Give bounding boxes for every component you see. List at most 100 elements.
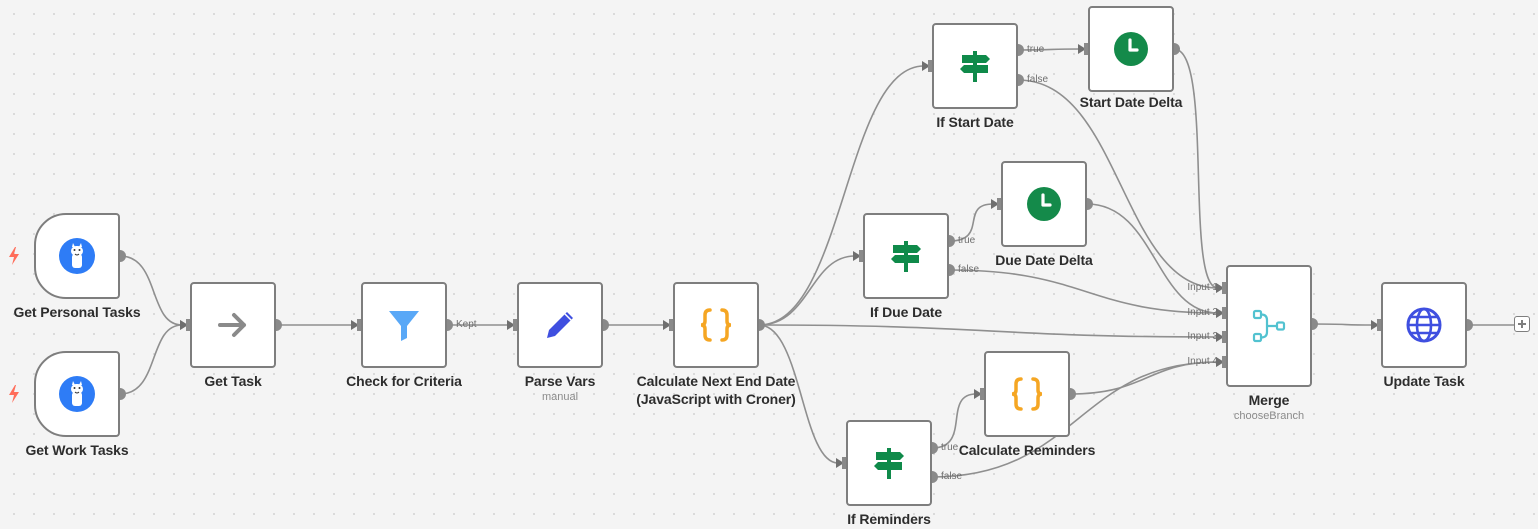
input-port[interactable] (669, 319, 673, 331)
pencil-icon (538, 303, 582, 347)
connection-arrow (974, 389, 982, 399)
node-label: Get Task (204, 373, 262, 389)
input-port[interactable] (513, 319, 517, 331)
input-port[interactable] (186, 319, 190, 331)
trigger-bolt-icon (9, 385, 19, 403)
connection-arrow (180, 320, 188, 330)
signpost-icon (867, 441, 911, 485)
node-label: Calculate Next End Date (636, 373, 796, 389)
filter-icon (382, 303, 426, 347)
connection-line[interactable] (758, 65, 925, 326)
connection-arrow (1216, 283, 1224, 293)
llama-icon (55, 234, 99, 278)
merge-input-label: Input 2 (1187, 307, 1218, 318)
connection-line[interactable] (1086, 203, 1219, 314)
input-port[interactable] (1222, 307, 1226, 319)
node-label: Check for Criteria (346, 373, 462, 389)
connection-arrow (853, 251, 861, 261)
input-port[interactable] (842, 457, 846, 469)
input-port[interactable] (859, 250, 863, 262)
connection-line[interactable] (931, 361, 1219, 478)
node-label: If Reminders (847, 511, 931, 527)
node-label: Get Work Tasks (25, 442, 129, 458)
node-label: Due Date Delta (995, 252, 1093, 268)
connection-line[interactable] (1017, 48, 1081, 51)
connection-arrow (991, 199, 999, 209)
connection-arrow (1371, 320, 1379, 330)
node-calculate-next-end-date[interactable] (673, 282, 759, 368)
node-label: Update Task (1383, 373, 1465, 389)
node-label: If Start Date (936, 114, 1014, 130)
node-update-task[interactable] (1381, 282, 1467, 368)
code-braces-icon (1005, 372, 1049, 416)
connection-line[interactable] (1173, 48, 1219, 289)
input-port[interactable] (980, 388, 984, 400)
add-node-button[interactable] (1514, 316, 1530, 332)
connection-arrow (507, 320, 515, 330)
connection-line[interactable] (119, 324, 183, 395)
port-label-false: false (1027, 74, 1049, 85)
connection-line[interactable] (1311, 323, 1374, 326)
input-port[interactable] (1222, 331, 1226, 343)
node-subtitle: chooseBranch (1233, 410, 1305, 422)
input-port[interactable] (1222, 356, 1226, 368)
connection-line[interactable] (948, 269, 1219, 314)
connection-arrow (1078, 44, 1086, 54)
input-port[interactable] (997, 198, 1001, 210)
node-label: Merge (1248, 392, 1290, 408)
globe-icon (1402, 303, 1446, 347)
port-label-true: true (941, 442, 959, 453)
input-port[interactable] (1222, 282, 1226, 294)
merge-input-label: Input 4 (1187, 356, 1218, 367)
trigger-bolt-icon (9, 247, 19, 265)
port-label-false: false (958, 264, 980, 275)
arrow-right-icon (211, 303, 255, 347)
input-port[interactable] (1377, 319, 1381, 331)
node-if-reminders[interactable] (846, 420, 932, 506)
node-due-date-delta[interactable] (1001, 161, 1087, 247)
signpost-icon (953, 44, 997, 88)
node-label-line2: (JavaScript with Croner) (636, 391, 796, 407)
input-port[interactable] (1084, 43, 1088, 55)
connection-line[interactable] (1017, 79, 1219, 289)
node-if-start-date[interactable] (932, 23, 1018, 109)
node-get-work-tasks[interactable] (34, 351, 120, 437)
node-label: Calculate Reminders (958, 442, 1096, 458)
connection-line[interactable] (119, 255, 183, 326)
node-parse-vars[interactable] (517, 282, 603, 368)
node-check-for-criteria[interactable] (361, 282, 447, 368)
node-label: Parse Vars (524, 373, 596, 389)
connection-line[interactable] (1069, 361, 1219, 395)
input-port[interactable] (357, 319, 361, 331)
merge-input-label: Input 1 (1187, 282, 1218, 293)
connection-arrow (351, 320, 359, 330)
connection-arrow (1216, 357, 1224, 367)
connection-line[interactable] (948, 203, 994, 242)
connection-line[interactable] (758, 324, 1219, 338)
code-braces-icon (694, 303, 738, 347)
node-subtitle: manual (541, 391, 579, 403)
node-calculate-reminders[interactable] (984, 351, 1070, 437)
merge-icon (1247, 304, 1291, 348)
input-port[interactable] (928, 60, 932, 72)
node-get-task[interactable] (190, 282, 276, 368)
clock-icon (1022, 182, 1066, 226)
node-merge[interactable] (1226, 265, 1312, 387)
connection-line[interactable] (758, 255, 856, 326)
connection-arrow (1216, 332, 1224, 342)
node-if-due-date[interactable] (863, 213, 949, 299)
connection-arrow (663, 320, 671, 330)
node-label: Start Date Delta (1079, 94, 1183, 110)
node-get-personal-tasks[interactable] (34, 213, 120, 299)
port-label-kept: Kept (456, 319, 477, 330)
llama-icon (55, 372, 99, 416)
signpost-icon (884, 234, 928, 278)
merge-input-label: Input 3 (1187, 331, 1218, 342)
connection-arrow (836, 458, 844, 468)
connection-line[interactable] (931, 393, 977, 449)
node-start-date-delta[interactable] (1088, 6, 1174, 92)
connection-arrow (922, 61, 930, 71)
port-label-true: true (1027, 44, 1045, 55)
connection-line[interactable] (758, 324, 839, 464)
